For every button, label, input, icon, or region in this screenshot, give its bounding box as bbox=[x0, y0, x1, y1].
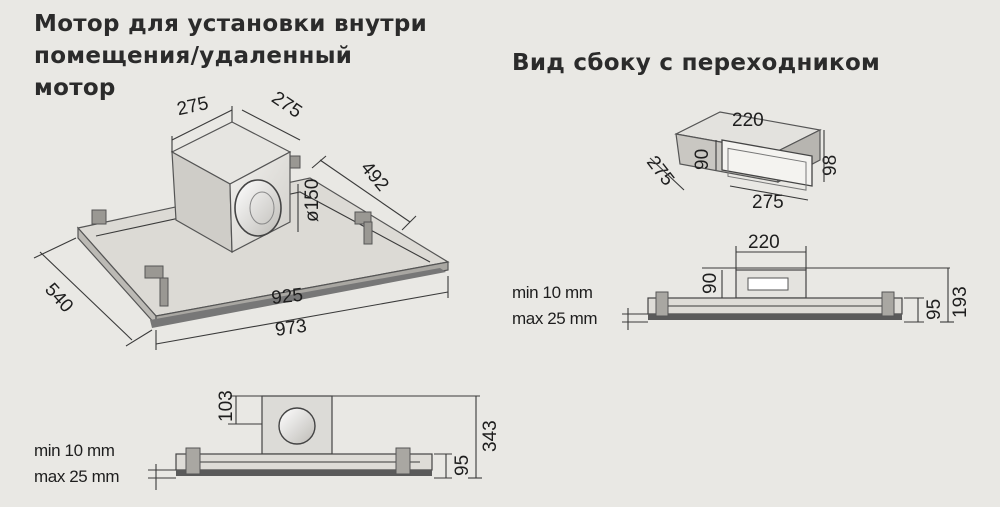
dim-side-adapter-height: 90 bbox=[700, 273, 721, 294]
side-min-note: min 10 mm bbox=[512, 283, 593, 302]
iso-adapter-drawing: 220 90 275 275 98 bbox=[642, 110, 841, 213]
dim-outer-width: 973 bbox=[274, 316, 308, 341]
title-left-line-3: мотор bbox=[34, 75, 116, 101]
side-adapter-drawing: 220 90 95 193 min 10 mm max 25 mm bbox=[512, 232, 971, 330]
side-max-note: max 25 mm bbox=[512, 309, 597, 328]
dim-side-adapter-width: 220 bbox=[748, 232, 780, 253]
title-right: Вид сбоку с переходником bbox=[512, 50, 881, 76]
front-min-note: min 10 mm bbox=[34, 441, 115, 460]
dim-adapter-total: 98 bbox=[820, 155, 841, 176]
dim-adapter-height: 90 bbox=[692, 149, 713, 170]
hood-filter-strip bbox=[150, 268, 446, 328]
dim-front-motor-height: 103 bbox=[216, 390, 237, 422]
dim-outlet-diameter: ø150 bbox=[302, 179, 323, 222]
dim-motor-depth: 275 bbox=[268, 87, 306, 122]
dim-inner-depth: 492 bbox=[356, 158, 392, 196]
dim-front-hood-height: 95 bbox=[452, 455, 473, 476]
dim-side-total-height: 193 bbox=[950, 286, 971, 318]
dim-adapter-width: 220 bbox=[732, 110, 764, 131]
front-max-note: max 25 mm bbox=[34, 467, 119, 486]
dim-adapter-depth: 275 bbox=[642, 152, 678, 190]
dim-side-hood-height: 95 bbox=[924, 299, 945, 320]
dim-adapter-length: 275 bbox=[752, 192, 784, 213]
title-left-line-2: помещения/удаленный bbox=[34, 43, 353, 69]
dim-motor-width: 275 bbox=[175, 93, 210, 120]
dim-front-total-height: 343 bbox=[480, 420, 501, 452]
iso-hood-drawing: 275 275 ø150 492 540 925 973 bbox=[33, 87, 450, 350]
motor-outlet bbox=[234, 179, 282, 237]
title-left-line-1: Мотор для установки внутри bbox=[34, 11, 428, 37]
front-motor-outlet bbox=[278, 407, 316, 445]
hood-brackets bbox=[91, 155, 373, 307]
front-motor-drawing: 103 95 343 min 10 mm max 25 mm bbox=[34, 390, 501, 490]
dim-inner-width: 925 bbox=[270, 285, 304, 309]
dim-outer-depth: 540 bbox=[40, 279, 77, 317]
title-left: Мотор для установки внутри помещения/уда… bbox=[34, 8, 427, 104]
